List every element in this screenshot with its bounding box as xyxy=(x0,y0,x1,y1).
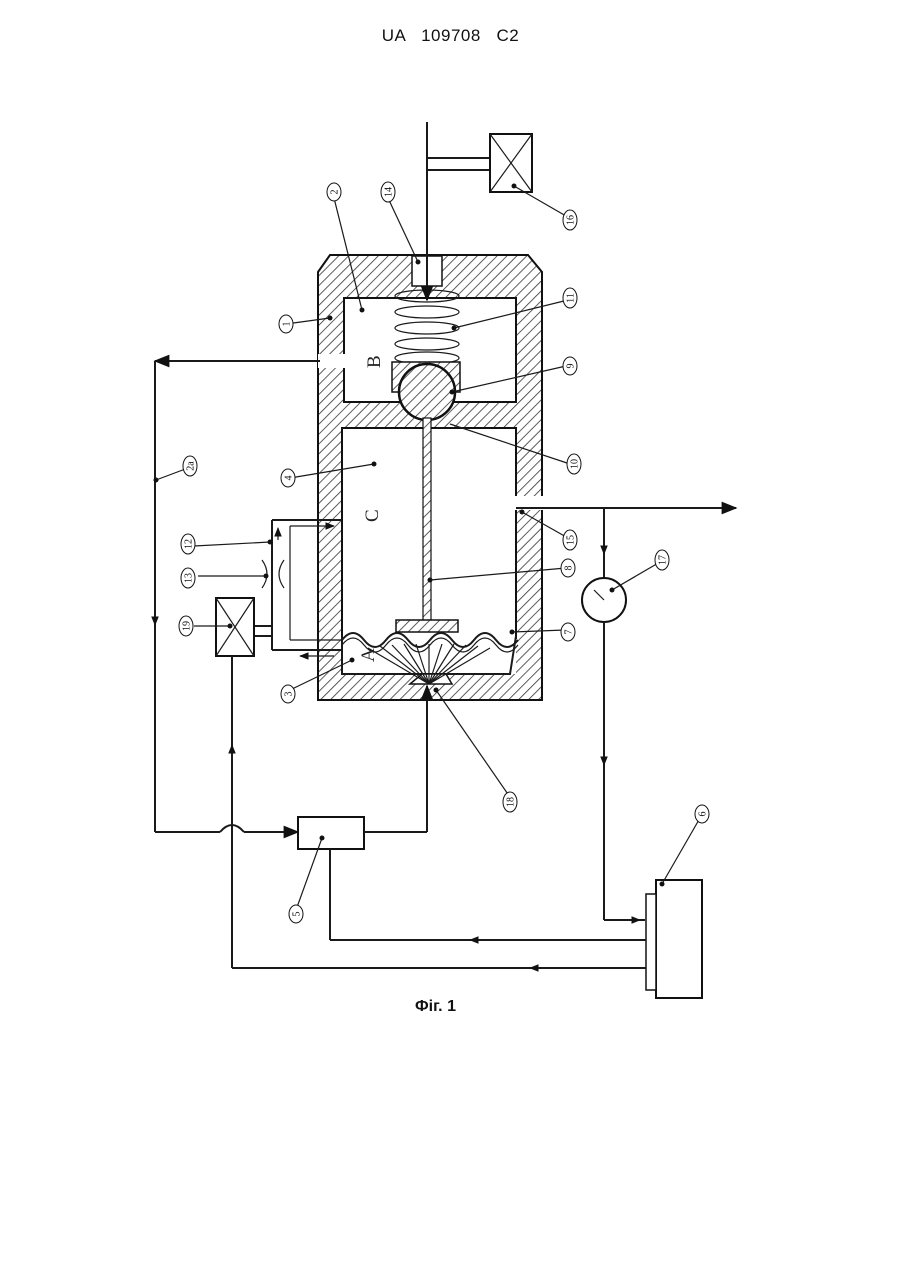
svg-text:7: 7 xyxy=(564,630,575,635)
label-5: 5 xyxy=(289,905,303,923)
label-15: 15 xyxy=(563,530,577,550)
svg-text:14: 14 xyxy=(384,187,395,197)
ball-valve xyxy=(399,364,455,420)
label-4: 4 xyxy=(281,469,295,487)
svg-text:18: 18 xyxy=(506,797,517,807)
label-6: 6 xyxy=(695,805,709,823)
label-19: 19 xyxy=(179,616,193,636)
controller-5 xyxy=(298,817,364,849)
svg-text:15: 15 xyxy=(566,535,577,545)
label-11: 11 xyxy=(563,288,577,308)
label-10: 10 xyxy=(567,454,581,474)
control-unit-6 xyxy=(656,880,702,998)
svg-text:17: 17 xyxy=(658,555,669,565)
svg-text:12: 12 xyxy=(184,539,195,549)
svg-text:2: 2 xyxy=(330,190,341,195)
svg-text:1: 1 xyxy=(282,322,293,327)
label-16: 16 xyxy=(563,210,577,230)
label-9: 9 xyxy=(563,357,577,375)
label-1: 1 xyxy=(279,315,293,333)
label-3: 3 xyxy=(281,685,295,703)
svg-text:10: 10 xyxy=(570,459,581,469)
label-2a: 2a xyxy=(183,456,197,476)
svg-text:5: 5 xyxy=(292,912,303,917)
svg-text:19: 19 xyxy=(182,621,193,631)
svg-text:8: 8 xyxy=(564,566,575,571)
label-7: 7 xyxy=(561,623,575,641)
chamber-letter-b: B xyxy=(364,355,385,368)
chamber-letter-c: C xyxy=(362,509,383,522)
svg-text:16: 16 xyxy=(566,215,577,225)
svg-text:4: 4 xyxy=(284,476,295,481)
label-17: 17 xyxy=(655,550,669,570)
valve-stem xyxy=(423,418,431,622)
svg-text:13: 13 xyxy=(184,573,195,583)
svg-text:3: 3 xyxy=(284,692,295,697)
label-13: 13 xyxy=(181,568,195,588)
chamber-letter-a: A xyxy=(358,648,379,662)
svg-text:2a: 2a xyxy=(186,461,197,471)
label-18: 18 xyxy=(503,792,517,812)
svg-text:11: 11 xyxy=(566,293,577,303)
label-8: 8 xyxy=(561,559,575,577)
svg-text:9: 9 xyxy=(566,364,577,369)
svg-text:6: 6 xyxy=(698,812,709,817)
figure-caption: Фіг. 1 xyxy=(0,998,871,1016)
label-14: 14 xyxy=(381,182,395,202)
label-12: 12 xyxy=(181,534,195,554)
label-2: 2 xyxy=(327,183,341,201)
